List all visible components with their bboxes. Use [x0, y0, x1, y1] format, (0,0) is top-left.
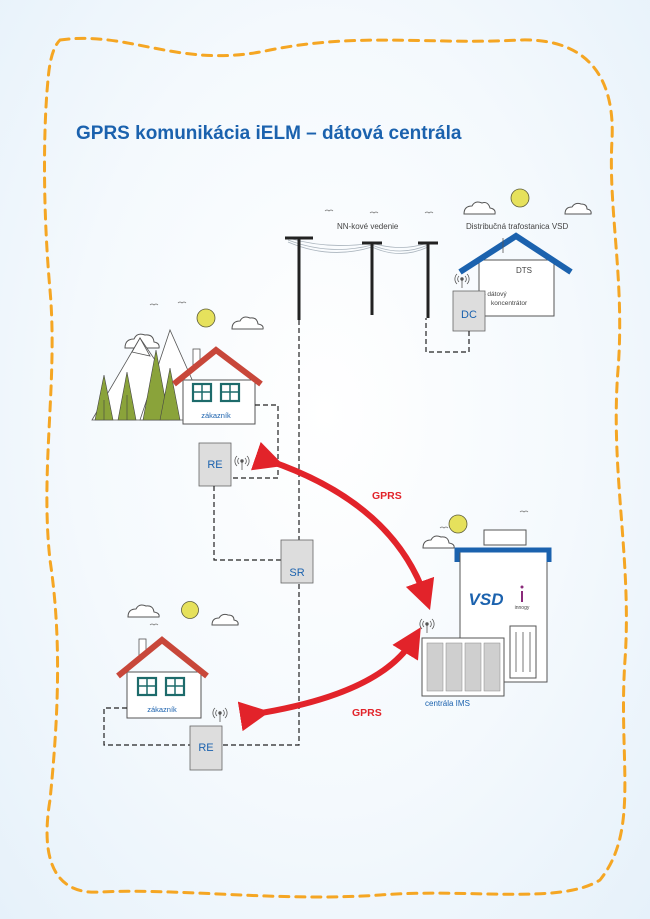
- central-label: centrála IMS: [425, 699, 470, 708]
- re-device-bottom: [189, 725, 223, 771]
- dts-label: DTS: [516, 266, 532, 275]
- gprs-top-label: GPRS: [372, 490, 402, 502]
- concentrator-label-2: koncentrátor: [491, 300, 528, 307]
- dc-link-line: [425, 318, 470, 353]
- power-line-label: NN-kové vedenie: [337, 222, 399, 231]
- re-bottom-label: RE: [198, 742, 213, 754]
- cloud-icon: [463, 201, 592, 215]
- customer-bottom-label: zákazník: [147, 705, 177, 714]
- innogy-label: innogy: [515, 605, 530, 611]
- re-device-top: [198, 442, 232, 487]
- re-top-label: RE: [207, 459, 222, 471]
- sun-icon: [181, 601, 199, 619]
- innogy-logo-icon: [520, 585, 524, 602]
- house-top: [172, 346, 263, 425]
- antenna-icon: [419, 618, 435, 633]
- page-title: GPRS komunikácia iELM – dátová centrála: [76, 123, 462, 144]
- pole-right: [418, 241, 438, 318]
- cloud-icon: [127, 604, 239, 626]
- sun-icon: [196, 308, 216, 328]
- substation-building: [458, 232, 573, 317]
- sun-icon: [448, 514, 468, 534]
- sun-icon: [510, 188, 530, 208]
- central-building: [421, 529, 552, 697]
- trees: [94, 349, 181, 421]
- antenna-icon: [212, 707, 228, 722]
- pole-drop-line: [222, 320, 300, 746]
- dc-label: DC: [461, 309, 477, 321]
- dashed-border: [43, 36, 628, 899]
- pole-middle: [362, 241, 382, 315]
- customer-top-label: zákazník: [201, 411, 231, 420]
- cloud-icon: [124, 316, 264, 349]
- power-line: [285, 236, 438, 320]
- house-bottom: [116, 636, 209, 719]
- cloud-icon: [422, 535, 455, 549]
- substation-label: Distribučná trafostanica VSD: [466, 222, 568, 231]
- antenna-icon: [454, 273, 470, 288]
- gprs-bottom-label: GPRS: [352, 707, 382, 719]
- gprs-arrow-top: [250, 441, 435, 611]
- pole-left: [285, 236, 313, 320]
- concentrator-label-1: – dátový: [482, 291, 507, 298]
- re-top-to-sr-line: [213, 486, 281, 561]
- sr-label: SR: [289, 567, 304, 579]
- gprs-arrow-bottom: [237, 627, 421, 732]
- vsd-logo: VSD: [469, 590, 504, 609]
- birds: [149, 209, 529, 626]
- antenna-icon: [234, 455, 250, 470]
- house-bottom-link: [103, 707, 190, 746]
